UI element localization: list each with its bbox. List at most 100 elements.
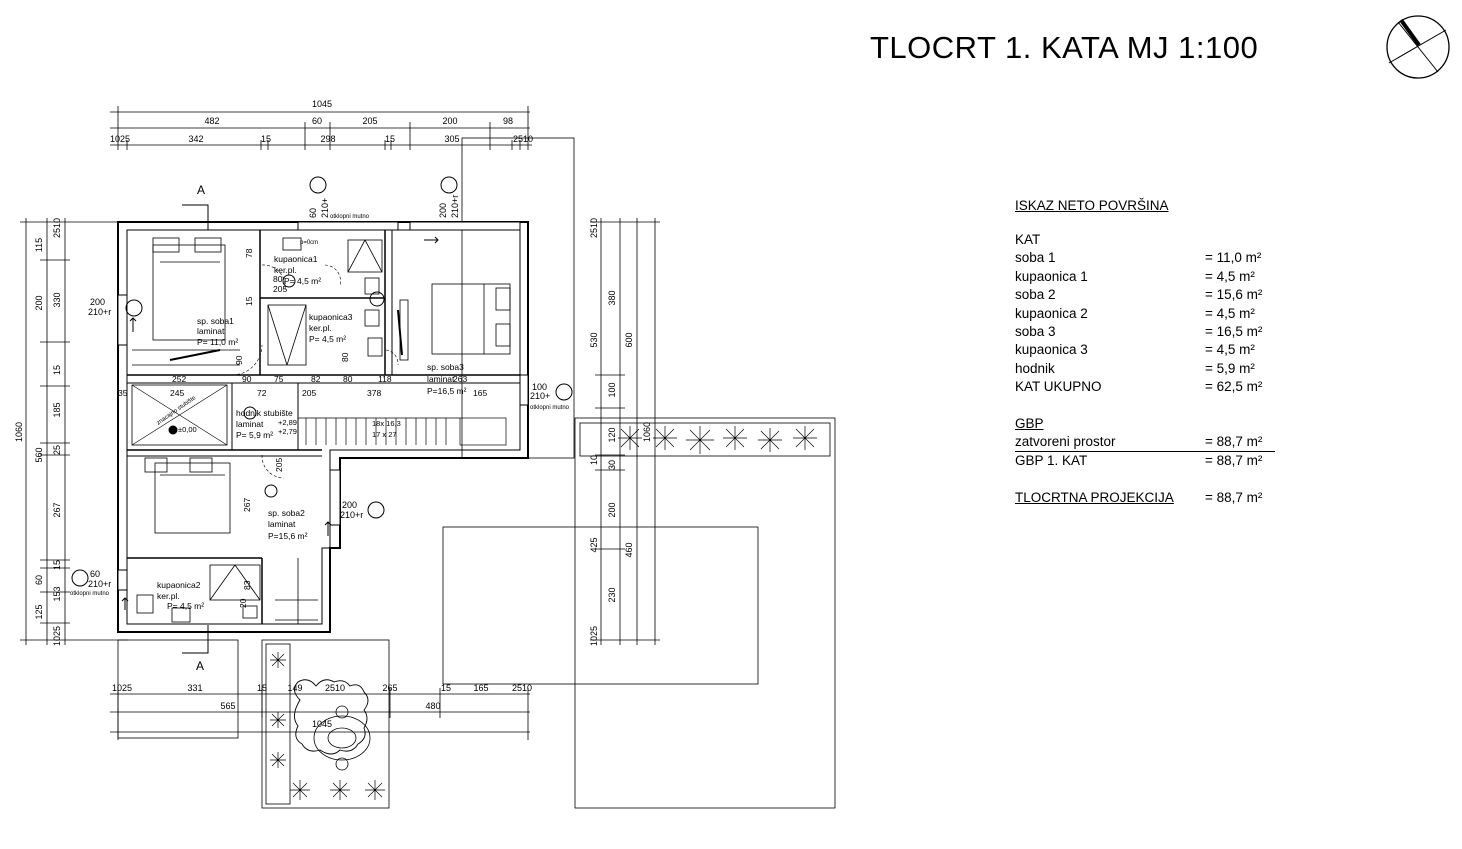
dim-bottom: 165 — [473, 683, 488, 693]
direction-arrows — [121, 236, 439, 610]
legend-label: TLOCRTNA PROJEKCIJA — [1015, 489, 1174, 505]
dim-right: 10 — [589, 455, 599, 465]
area-legend: ISKAZ NETO POVRŠINA KAT soba 1= 11,0 m² … — [1015, 198, 1275, 507]
dim-left: 2510 — [52, 218, 62, 238]
room-floor: laminat — [268, 519, 296, 529]
interior-dim: 20 — [238, 598, 248, 608]
legend-value: = 88,7 m² — [1205, 489, 1263, 505]
legend-value: = 88,7 m² — [1205, 433, 1263, 449]
window-width: 60 — [308, 208, 318, 218]
dim-left: 25 — [52, 445, 62, 455]
window-labels: 60 210+ otklopni mutno 200 210+r 200 210… — [70, 195, 570, 597]
dimensions-right — [590, 218, 660, 645]
legend-row: kupaonica 2 = 4,5 m² — [1015, 305, 1275, 323]
window-height: 210+ — [530, 391, 550, 401]
room-floor: ker.pl. — [274, 265, 297, 275]
legend-value: = 4,5 m² — [1205, 305, 1255, 321]
window-width: 200 — [342, 500, 357, 510]
dim-left: 200 — [34, 295, 44, 310]
dimension-texts-top: 1045 482 60 205 200 98 1025 342 15 298 1… — [110, 99, 533, 144]
interior-dim: 245 — [170, 388, 184, 398]
dim-top: 60 — [312, 116, 322, 126]
dim-left: 15 — [52, 560, 62, 570]
dim-right: 425 — [589, 537, 599, 552]
room-labels: sp. soba1 laminat P= 11,0 m² kupaonica1 … — [157, 254, 467, 611]
legend-label: kupaonica 3 — [1015, 342, 1088, 358]
legend-row: kupaonica 1= 4,5 m² — [1015, 268, 1275, 286]
building-walls — [117, 221, 529, 633]
window-height: 210+r — [340, 510, 363, 520]
dim-top: 205 — [362, 116, 377, 126]
interior-dim: 80 — [343, 374, 353, 384]
sill-note: p=0cm — [300, 240, 318, 246]
dim-top: 2510 — [513, 134, 533, 144]
dim-left: 60 — [34, 575, 44, 585]
room-name: hodnik stubište — [236, 408, 293, 418]
stair-note: 17 x 27 — [372, 430, 397, 439]
legend-value: = 88,7 m² — [1205, 453, 1263, 469]
interior-dim: 72 — [257, 388, 267, 398]
legend-row: GBP 1. KAT= 88,7 m² — [1015, 452, 1275, 470]
legend-title: ISKAZ NETO POVRŠINA — [1015, 198, 1169, 213]
dim-right: 230 — [607, 587, 617, 602]
legend-row: soba 1= 11,0 m² — [1015, 249, 1275, 267]
window-marks — [117, 221, 529, 591]
room-area: P= 4,5 m² — [167, 601, 204, 611]
legend-label: kupaonica 2 — [1015, 305, 1088, 321]
dim-left: 125 — [34, 604, 44, 619]
interior-dim: 78 — [244, 248, 254, 258]
dim-bottom: 480 — [425, 701, 440, 711]
dim-left-overall: 1060 — [14, 422, 24, 442]
window-height: 210+ — [320, 198, 330, 218]
legend-value: = 62,5 m² — [1205, 379, 1263, 395]
dim-top-overall: 1045 — [312, 99, 332, 109]
room-name: kupaonica2 — [157, 580, 201, 590]
section-mark: A — [196, 659, 204, 673]
dim-top: 15 — [385, 134, 395, 144]
legend-value: = 16,5 m² — [1205, 323, 1263, 339]
dim-left: 115 — [34, 238, 44, 252]
room-floor: laminat — [427, 374, 455, 384]
plant-symbols — [270, 426, 817, 800]
window-height: 210+r — [88, 307, 111, 317]
legend-row: hodnik= 5,9 m² — [1015, 360, 1275, 378]
legend-value: = 11,0 m² — [1205, 250, 1262, 266]
dim-left: 1025 — [52, 626, 62, 646]
interior-dimensions: 252 245 35 90 72 75 82 80 118 263 378 16… — [118, 248, 487, 608]
interior-dim: 80 — [273, 274, 283, 284]
dim-right: 200 — [607, 502, 617, 517]
legend-rows: soba 1= 11,0 m² kupaonica 1= 4,5 m² soba… — [1015, 249, 1275, 396]
window-note: otklopni mutno — [330, 214, 370, 220]
legend-row: kupaonica 3= 4,5 m² — [1015, 341, 1275, 359]
dimensions-top — [110, 106, 575, 459]
interior-dim: 205 — [302, 388, 316, 398]
room-name: sp. soba1 — [197, 316, 234, 326]
interior-dim: 118 — [378, 374, 392, 384]
interior-dim: 165 — [473, 388, 487, 398]
interior-dim: 90 — [234, 355, 244, 365]
interior-dim: 205 — [273, 284, 287, 294]
legend-value: = 15,6 m² — [1205, 287, 1263, 303]
dim-top: 298 — [320, 134, 335, 144]
interior-dim: 205 — [274, 458, 284, 472]
level-note: +2,79 — [278, 427, 297, 436]
room-area: P=16,5 m² — [427, 386, 467, 396]
dim-right: 380 — [607, 290, 617, 305]
furniture — [132, 237, 511, 624]
dim-bottom: 2510 — [325, 683, 345, 693]
dim-right: 30 — [607, 460, 617, 470]
dim-top: 482 — [204, 116, 219, 126]
room-floor: ker.pl. — [157, 591, 180, 601]
room-name: kupaonica1 — [274, 254, 318, 264]
dim-bottom: 265 — [382, 683, 397, 693]
section-marks — [182, 204, 209, 654]
room-area: P= 11,0 m² — [197, 337, 238, 347]
dim-top: 98 — [503, 116, 513, 126]
interior-dim: 75 — [274, 374, 284, 384]
legend-gbp-title: GBP — [1015, 415, 1044, 431]
plan-title: TLOCRT 1. KATA MJ 1:100 — [870, 30, 1259, 65]
bed-soba3 — [431, 283, 511, 355]
dim-bottom: 2510 — [512, 683, 532, 693]
dim-bottom: 331 — [187, 683, 202, 693]
